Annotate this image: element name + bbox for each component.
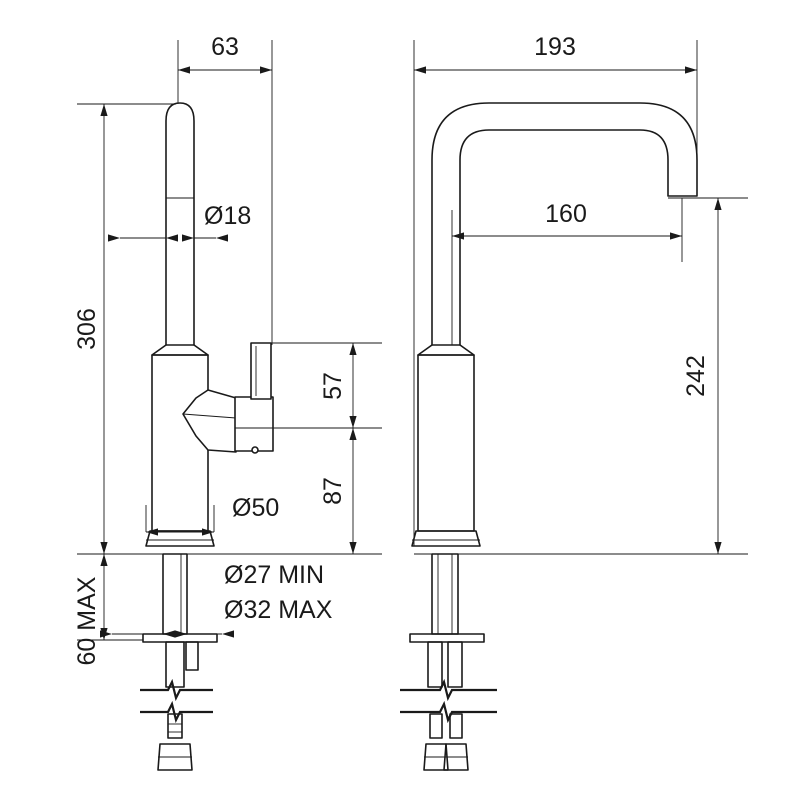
dim-line-diameter-18-arrow-end [166, 234, 178, 242]
dim-line-diameter-18-right-arrow-end [216, 234, 228, 242]
dim-line-306-arrow-start [100, 104, 108, 116]
front-break-top [400, 678, 497, 702]
dim-label-242: 242 [682, 355, 710, 397]
front-hose-lower-right [449, 713, 463, 739]
dim-label-diameter-18: Ø18 [204, 202, 251, 230]
side-base-flange [145, 530, 215, 547]
dim-line-87-arrow-start [349, 428, 357, 440]
dim-label-193: 193 [534, 33, 576, 61]
side-spout-tube [165, 102, 195, 346]
dim-line-diameter-50-arrow-end [202, 528, 214, 536]
dim-label-160: 160 [545, 200, 587, 228]
dim-line-diameter-18-right-arrow-start [182, 234, 194, 242]
dim-line-holes-right-arrow-end [222, 630, 234, 638]
side-lever-stem [234, 396, 274, 452]
dimension-lines [100, 66, 722, 640]
dim-line-60-max-arrow-end [100, 628, 108, 640]
side-view [77, 40, 382, 771]
dim-line-87-arrow-end [349, 542, 357, 554]
dim-label-diameter-50: Ø50 [232, 494, 279, 522]
dim-label-hole-max: Ø32 MAX [224, 596, 333, 624]
dim-label-306: 306 [73, 308, 101, 350]
dim-line-diameter-50-arrow-start [146, 528, 158, 536]
dim-label-57: 57 [319, 372, 347, 400]
dim-line-63-arrow-start [178, 66, 190, 74]
front-shank [431, 553, 459, 635]
dim-label-hole-min: Ø27 MIN [224, 561, 324, 589]
side-shank [162, 553, 188, 635]
dim-line-diameter-18-arrow-start [108, 234, 120, 242]
front-hose-nut-right [443, 743, 469, 771]
side-hose-left [165, 641, 185, 688]
side-break-top [140, 678, 213, 702]
side-body [151, 354, 209, 532]
dim-label-60-max: 60 MAX [73, 576, 101, 665]
side-break-bottom [140, 700, 213, 724]
front-view [400, 40, 748, 771]
side-lever-joint-edge [182, 413, 237, 419]
front-body [417, 354, 475, 532]
side-hose-right [185, 641, 199, 671]
side-lever-screw [251, 446, 259, 454]
side-collar [151, 344, 209, 356]
dim-line-242-arrow-end [714, 542, 722, 554]
side-hose-nut [157, 743, 193, 771]
dim-line-193-arrow-end [685, 66, 697, 74]
dim-line-242-arrow-start [714, 198, 722, 210]
dimension-labels: 63 Ø18 306 57 87 Ø50 Ø27 MIN Ø32 MAX 60 … [73, 33, 710, 665]
dim-line-holes-right-arrow-start [175, 630, 187, 638]
dim-line-193-arrow-start [414, 66, 426, 74]
front-hose-lower-left [429, 713, 443, 739]
side-lever-handle [250, 342, 272, 400]
dim-label-63: 63 [211, 33, 239, 61]
dim-line-holes-left-arrow-end [163, 630, 175, 638]
dim-label-87: 87 [319, 477, 347, 505]
dim-line-306-arrow-end [100, 542, 108, 554]
side-hose-lower [167, 713, 183, 739]
front-hose-left [427, 641, 443, 688]
dim-line-57-arrow-start [349, 343, 357, 355]
front-break-bottom [400, 700, 497, 724]
dim-line-57-arrow-end [349, 416, 357, 428]
front-base-flange [411, 530, 481, 547]
side-lever-joint [182, 389, 237, 453]
dim-line-63-arrow-end [260, 66, 272, 74]
dim-line-160-arrow-end [670, 232, 682, 240]
dim-line-160-arrow-start [452, 232, 464, 240]
front-collar [417, 344, 475, 356]
dim-line-60-max-arrow-start [100, 554, 108, 566]
front-mounting-plate [409, 633, 485, 643]
front-hose-right [447, 641, 463, 688]
